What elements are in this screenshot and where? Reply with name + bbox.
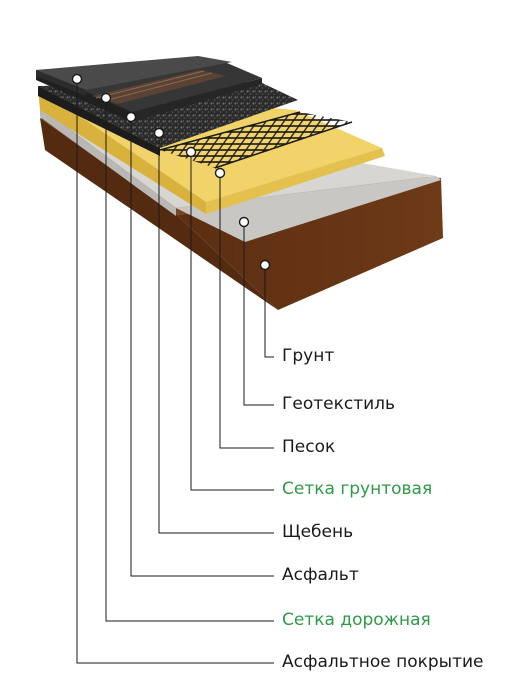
callout-dots [71, 73, 271, 271]
road-mesh-dot [100, 92, 112, 104]
asphalt-dot [125, 111, 137, 123]
soil-mesh-dot [185, 146, 197, 158]
ground-dot [259, 259, 271, 271]
surface-layer [36, 56, 232, 96]
label-surface: Асфальтное покрытие [282, 652, 484, 672]
label-geotextile: Геотекстиль [282, 394, 396, 414]
label-asphalt: Асфальт [282, 565, 359, 585]
label-sand: Песок [282, 437, 336, 457]
road-mesh-layer [92, 70, 226, 104]
label-road-mesh: Сетка дорожная [282, 610, 431, 630]
geotextile-dot [238, 216, 250, 228]
leader-lines [76, 79, 274, 664]
label-soil-mesh: Сетка грунтовая [282, 479, 433, 499]
sand-dot [214, 167, 226, 179]
label-gravel: Щебень [282, 522, 354, 542]
surface-dot [71, 73, 83, 85]
label-ground: Грунт [282, 346, 335, 366]
soil-mesh-layer [159, 111, 353, 169]
gravel-dot [153, 127, 165, 139]
